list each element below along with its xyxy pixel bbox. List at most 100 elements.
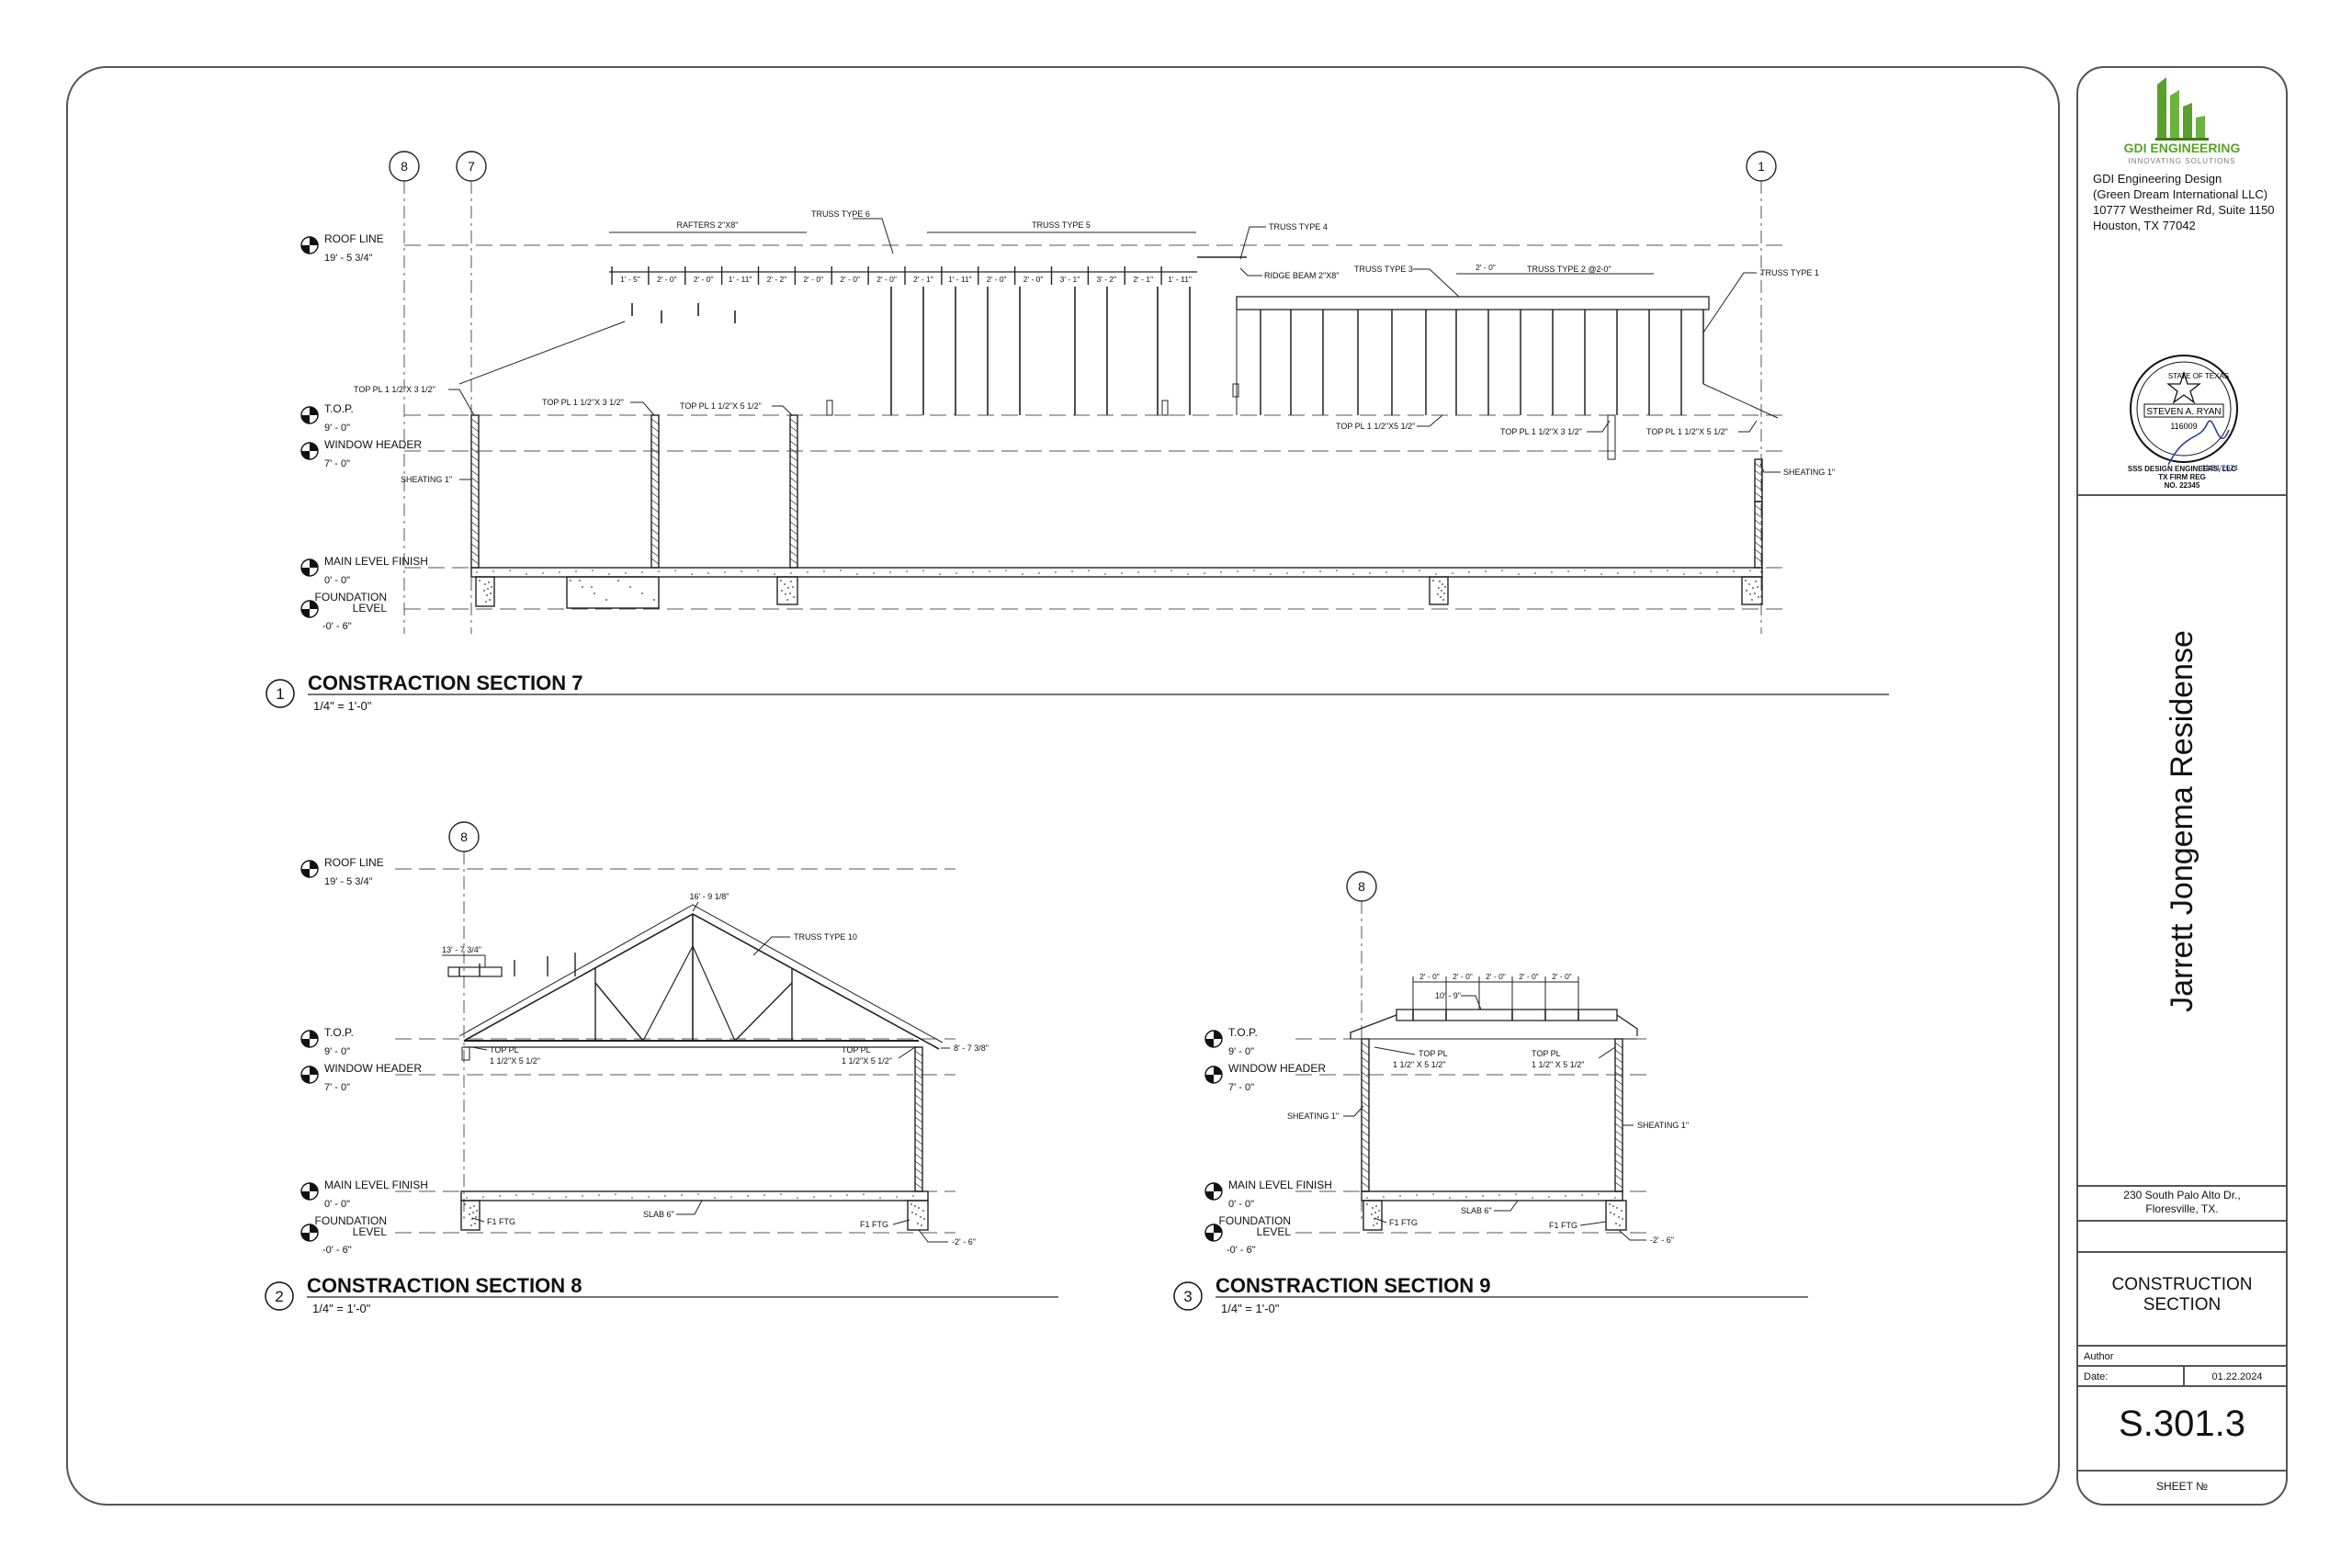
concrete-stipple [582,586,583,588]
concrete-stipple [939,573,941,575]
concrete-stipple [1567,570,1569,572]
footing [475,576,495,607]
seal-firm-2: TX FIRM REG [2158,473,2206,481]
leader-line [1579,1221,1607,1226]
rect [907,1200,929,1231]
bearing-block [1232,383,1239,398]
concrete-stipple [780,1193,782,1195]
spacing-dimension: 1' - 5" [620,275,640,284]
concrete-stipple [1621,1210,1623,1212]
leader-line [1618,1229,1646,1241]
concrete-stipple [840,570,842,571]
concrete-stipple [1336,570,1338,571]
wall-hatch [789,558,798,565]
concrete-stipple [1754,592,1756,594]
firm-line-2: (Green Dream International LLC) [2093,187,2268,201]
spacing-dimension: 2' - 0" [657,275,677,284]
concrete-stipple [565,1196,567,1198]
concrete-stipple [1154,570,1156,572]
concrete-stipple [1534,572,1536,574]
wall-hatch [470,425,480,433]
wall-hatch [1361,1159,1370,1167]
concrete-stipple [1667,570,1668,571]
wall-hatch [1614,1137,1623,1145]
concrete-stipple [1634,571,1635,573]
wall-hatch [1361,1122,1370,1130]
concrete-stipple [922,570,924,571]
tb-divider [2078,1345,2286,1347]
roof-slope-line [1702,383,1779,419]
rect [1361,1190,1623,1201]
level-name: LEVEL [1257,1225,1292,1238]
level-marker-icon [310,601,318,609]
sheet-number-label: SHEET № [2156,1480,2208,1493]
footing-label: F1 FTG [1549,1221,1577,1230]
wall-hatch [1754,484,1763,491]
view-number: 2 [275,1288,283,1305]
concrete-stipple [1443,592,1445,594]
concrete-stipple [786,599,788,601]
wall-hatch [650,499,660,506]
concrete-stipple [1749,570,1751,571]
concrete-stipple [476,1210,478,1212]
bearing-block [826,400,833,416]
wall-hatch [914,1087,923,1094]
concrete-stipple [757,570,759,571]
slab [470,567,1763,578]
concrete-stipple [490,592,492,594]
wall-hatch [1361,1130,1370,1137]
wall-hatch [1614,1100,1623,1108]
level-elevation: 19' - 5 3/4" [324,253,373,264]
wall-hatch [1754,491,1763,499]
leader-line [1461,995,1482,1010]
concrete-stipple [1253,570,1255,571]
wall-hatch [914,1145,923,1153]
spacing-dimension: 2' - 0" [803,275,823,284]
spacing-dimension: 2' - 0" [1023,275,1044,284]
rect [1429,576,1449,605]
truss-top-chord [1236,296,1710,310]
concrete-stipple [485,601,487,603]
wall-hatch [1754,512,1763,519]
concrete-stipple [1485,570,1487,572]
wall-hatch [470,462,480,469]
spacing-dimension: 2' - 1" [1133,275,1153,284]
concrete-stipple [1468,571,1470,573]
wall-hatch [470,543,480,550]
top-plate-label: TOP PL 1 1/2"X 3 1/2" [1500,427,1582,436]
wall-hatch [789,484,798,491]
truss-web [594,982,644,1042]
leader-line [1343,1105,1364,1117]
concrete-stipple [1373,1224,1374,1226]
concrete-stipple [559,571,560,573]
wall-hatch [1754,477,1763,484]
elevation-note: 16' - 9 1/8" [690,892,729,901]
leader-line [1413,268,1460,298]
wall-hatch [470,484,480,491]
concrete-stipple [1614,1197,1616,1199]
author-label: Author [2084,1351,2114,1362]
concrete-stipple [1610,1212,1611,1213]
concrete-stipple [1104,573,1106,575]
wall-hatch [1361,1167,1370,1174]
wall-hatch [789,528,798,536]
roof-joist [1396,1009,1618,1021]
tb-divider [2078,1385,2286,1387]
concrete-stipple [879,1197,881,1199]
concrete-stipple [575,570,577,572]
spacing-dimension: 3' - 2" [1096,275,1116,284]
grid-label: 8 [1358,879,1365,894]
sheet-title-1: CONSTRUCTION [2111,1275,2253,1294]
concrete-stipple [921,1224,922,1226]
wall-hatch [1614,1152,1623,1159]
wall-hatch [1614,1130,1623,1137]
wall-hatch [789,440,798,447]
wall-section [1361,1038,1370,1192]
level-name: ROOF LINE [324,232,384,245]
level-marker-icon [310,861,318,869]
leader-line [772,405,793,416]
concrete-stipple [1615,1223,1617,1224]
level-elevation: -0' - 6" [322,1245,352,1256]
concrete-stipple [1617,572,1619,574]
concrete-stipple [526,573,527,575]
